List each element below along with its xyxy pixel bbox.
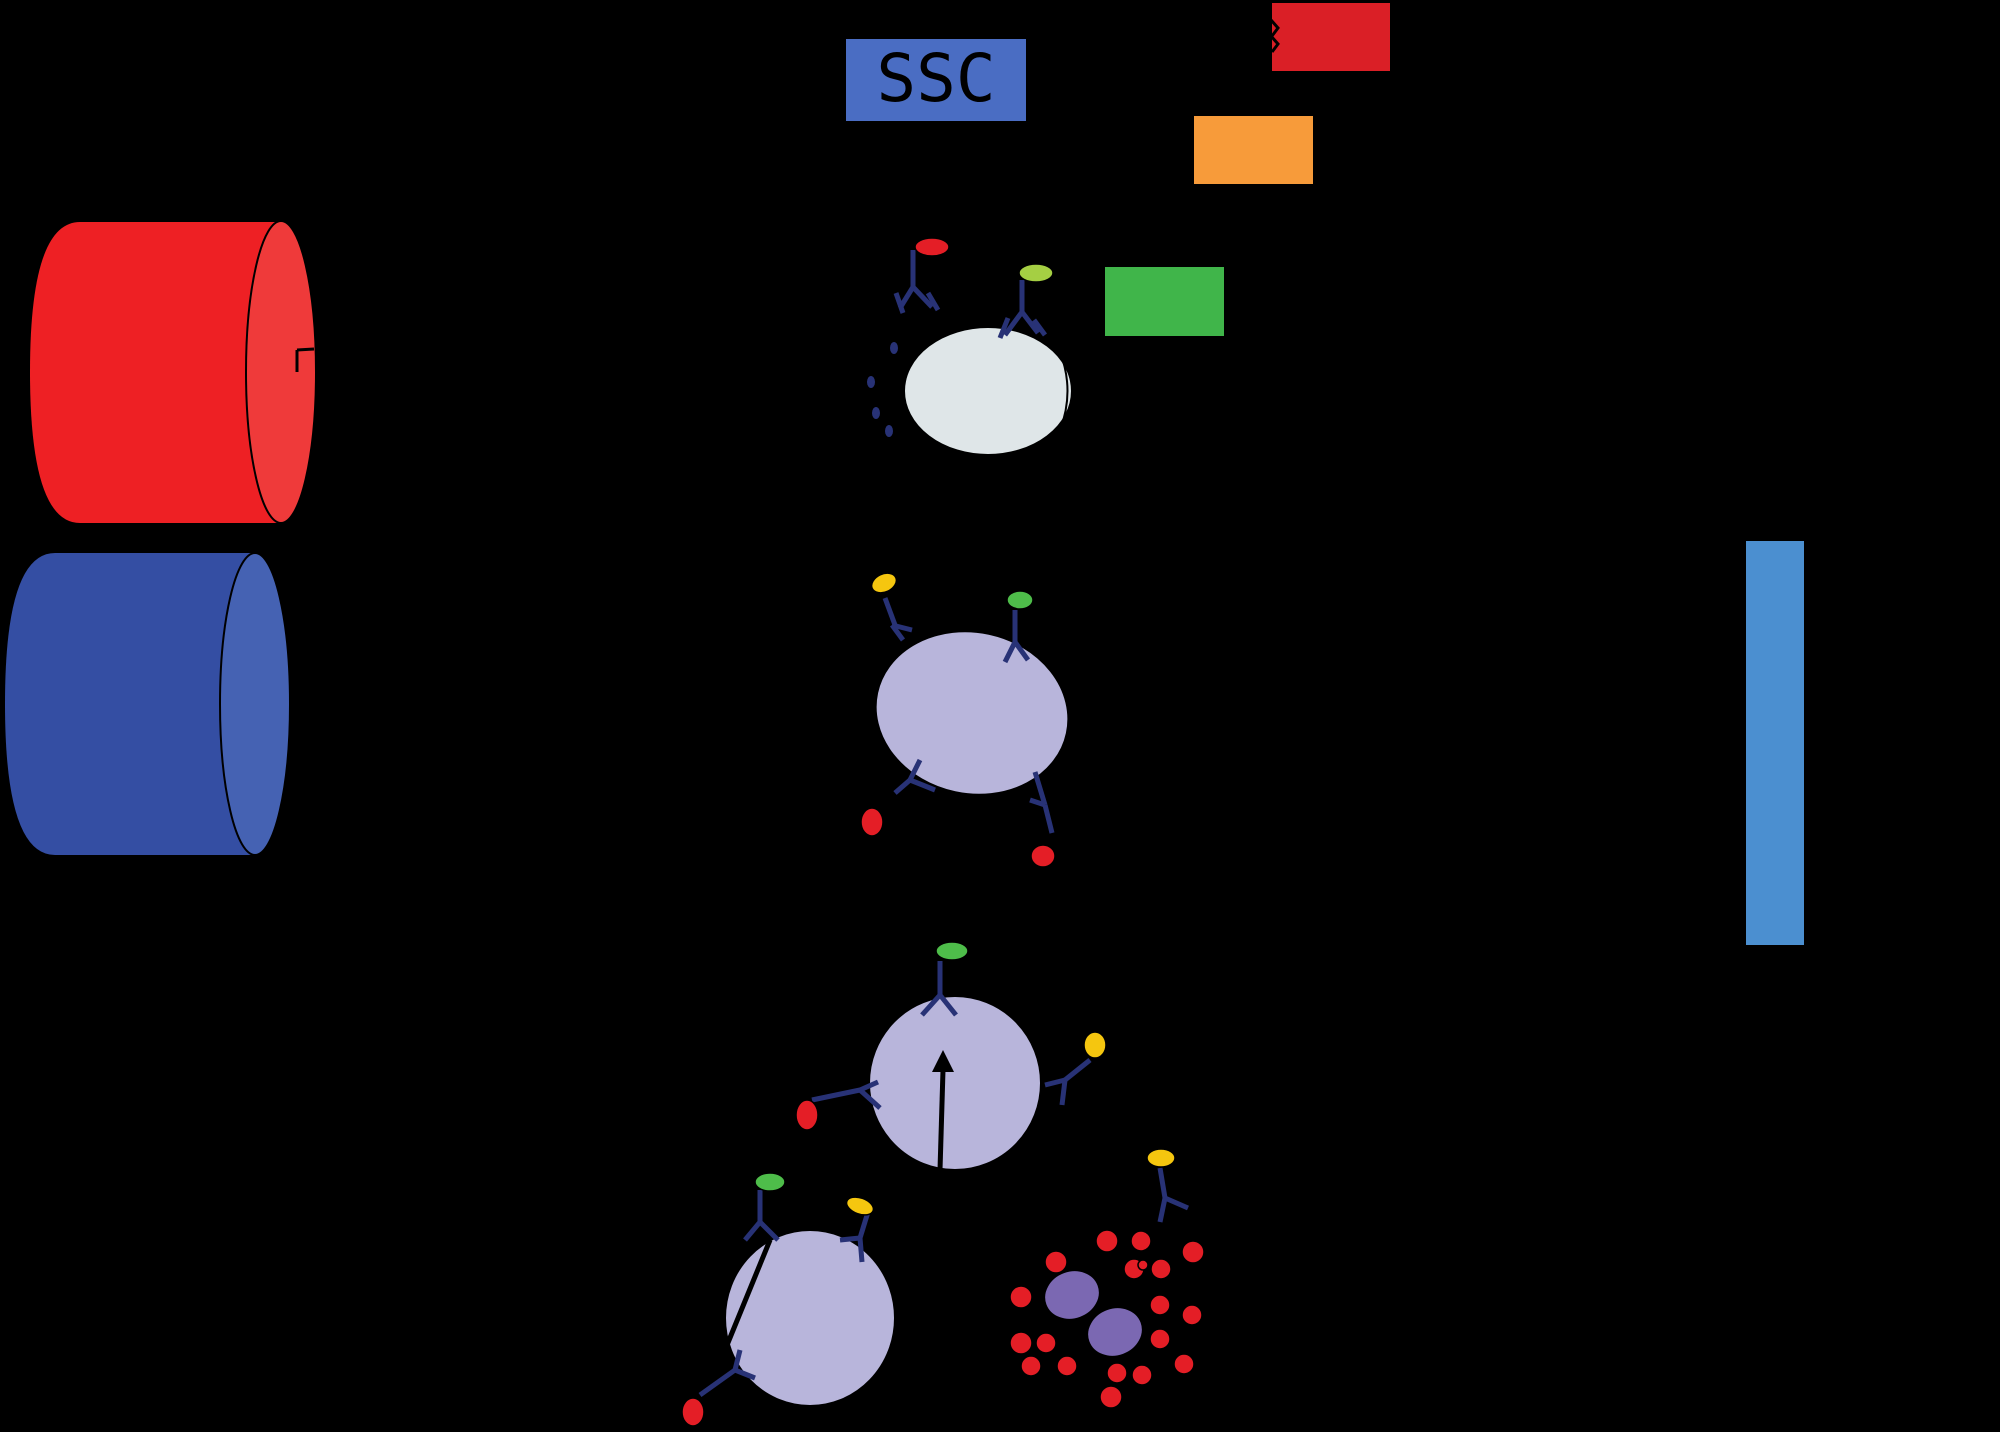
- apoptotic-debris-icon: [1009, 1148, 1205, 1409]
- red-fluorochrome-icon: [1030, 844, 1056, 868]
- red-fluorochrome-icon: [860, 807, 884, 837]
- stained-cell-2: [795, 941, 1107, 1171]
- green-filter-icon: [1103, 265, 1226, 338]
- ssc-detector: SSC: [844, 37, 1028, 123]
- green-fluorochrome-icon: [935, 941, 969, 961]
- arrow-up-icon: [932, 1050, 954, 1171]
- lime-fluorochrome-icon: [1018, 263, 1054, 283]
- yellow-fluorochrome-icon: [1146, 1148, 1176, 1168]
- unstained-cell: [867, 237, 1073, 456]
- green-fluorochrome-icon: [1006, 590, 1034, 610]
- detector-bar: [1744, 539, 1806, 947]
- ssc-label: SSC: [876, 40, 995, 117]
- red-filter-icon: [1269, 1, 1392, 73]
- antibody-icon: [882, 597, 898, 626]
- yellow-fluorochrome-icon: [1083, 1031, 1107, 1059]
- orange-filter-icon: [1192, 114, 1315, 186]
- scatter-dots: [867, 342, 898, 437]
- yellow-fluorochrome-icon: [870, 572, 898, 594]
- red-fluorochrome-icon: [681, 1397, 705, 1427]
- nucleus-fragment: [1086, 1306, 1144, 1358]
- stained-cell-1: [860, 572, 1070, 868]
- green-fluorochrome-icon: [754, 1172, 786, 1192]
- antibody-icon: [893, 250, 941, 314]
- antibody-icon: [997, 280, 1048, 339]
- red-fluorochrome-icon: [795, 1099, 819, 1131]
- yellow-fluorochrome-icon: [845, 1196, 875, 1216]
- red-fluorochrome-icon: [914, 237, 950, 257]
- red-laser-icon: [30, 220, 317, 524]
- blue-laser-icon: [5, 552, 291, 856]
- nucleus-fragment: [1043, 1269, 1101, 1321]
- stained-cell-3: [681, 1172, 896, 1427]
